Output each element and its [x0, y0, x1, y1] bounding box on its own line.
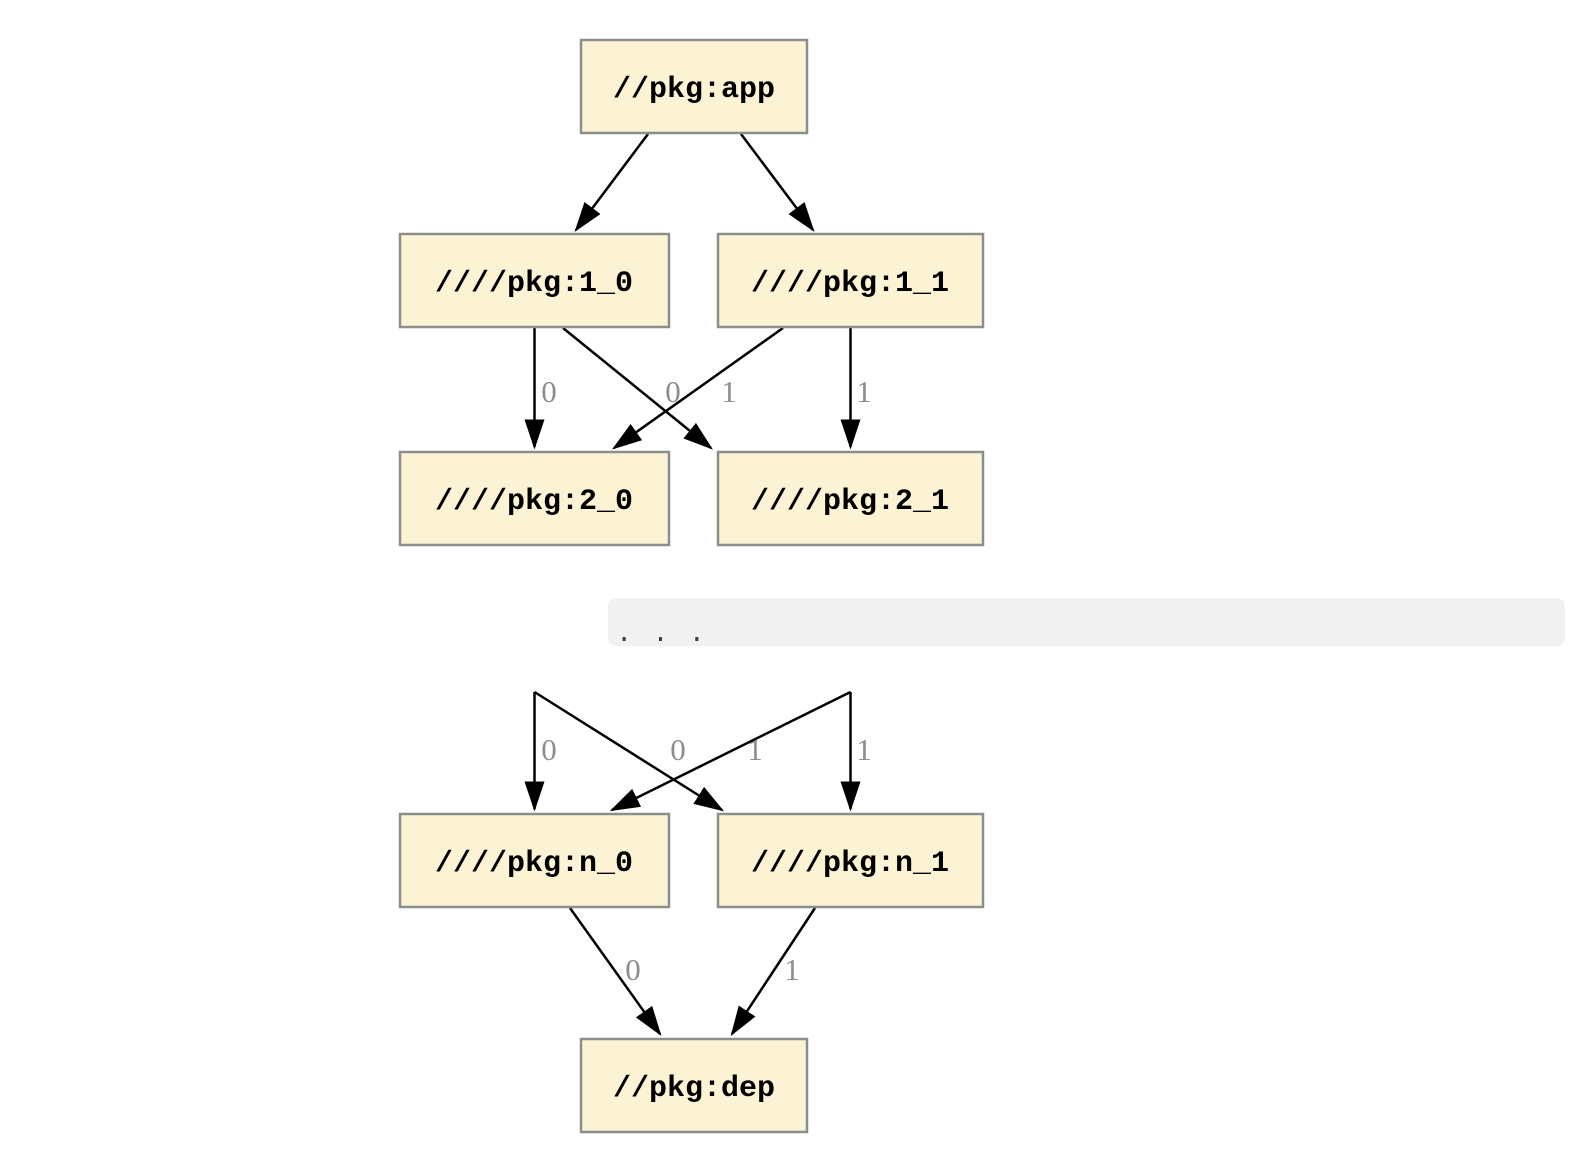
- edge-label: 0: [625, 952, 641, 987]
- edge-label: 0: [541, 732, 557, 767]
- edge-label: 1: [721, 374, 737, 409]
- edge-label: 1: [747, 732, 763, 767]
- node-pkg-2_0: ////pkg:2_0: [398, 450, 671, 547]
- node-label: ////pkg:2_1: [751, 485, 949, 519]
- edge-labels-layer: 0 0 1 1 0 0 1 1 0 1: [541, 374, 872, 987]
- node-pkg-1_1: ////pkg:1_1: [716, 232, 985, 329]
- edges-layer: [524, 133, 861, 1037]
- node-box: [579, 1037, 809, 1134]
- edge-label: 0: [665, 374, 681, 409]
- nodes-layer: //pkg:app ////pkg:1_0 ////pkg:1_1 ////pk…: [398, 38, 985, 1134]
- node-pkg-n_0: ////pkg:n_0: [398, 812, 671, 909]
- node-label: ////pkg:1_0: [435, 267, 633, 301]
- edge-1_0-to-2_1: [562, 327, 713, 450]
- node-pkg-1_0: ////pkg:1_0: [398, 232, 671, 329]
- edge-label: 1: [856, 732, 872, 767]
- edge-n_1-to-dep: [730, 907, 817, 1037]
- node-box: [716, 450, 985, 547]
- edge-1_1-to-2_0: [611, 326, 784, 450]
- node-box: [398, 450, 671, 547]
- edge-label: 1: [856, 374, 872, 409]
- edge-label: 0: [670, 732, 686, 767]
- node-box: [716, 232, 985, 329]
- node-label: ////pkg:n_1: [751, 847, 949, 881]
- node-pkg-n_1: ////pkg:n_1: [716, 812, 985, 909]
- edge-ellipsis-to-n_0-cross: [609, 690, 852, 812]
- node-box: [398, 232, 671, 329]
- node-pkg-dep: //pkg:dep: [579, 1037, 809, 1134]
- edge-n_0-to-dep: [568, 907, 662, 1037]
- node-box: [716, 812, 985, 909]
- edge-label: 0: [541, 374, 557, 409]
- edge-label: 1: [784, 952, 800, 987]
- node-label: //pkg:app: [613, 73, 775, 107]
- node-label: ////pkg:2_0: [435, 485, 633, 519]
- node-label: //pkg:dep: [613, 1072, 775, 1106]
- node-pkg-app: //pkg:app: [579, 38, 809, 135]
- edge-app-to-1_1: [740, 133, 815, 232]
- node-pkg-2_1: ////pkg:2_1: [716, 450, 985, 547]
- node-label: ////pkg:1_1: [751, 267, 949, 301]
- edge-app-to-1_0: [574, 133, 649, 232]
- ellipsis-strip-background: [608, 598, 1565, 646]
- node-box: [398, 812, 671, 909]
- ellipsis-strip: . . .: [608, 598, 1565, 650]
- node-box: [579, 38, 809, 135]
- ellipsis-text: . . .: [616, 620, 707, 650]
- node-label: ////pkg:n_0: [435, 847, 633, 881]
- edge-ellipsis-to-n_1-cross: [533, 690, 725, 812]
